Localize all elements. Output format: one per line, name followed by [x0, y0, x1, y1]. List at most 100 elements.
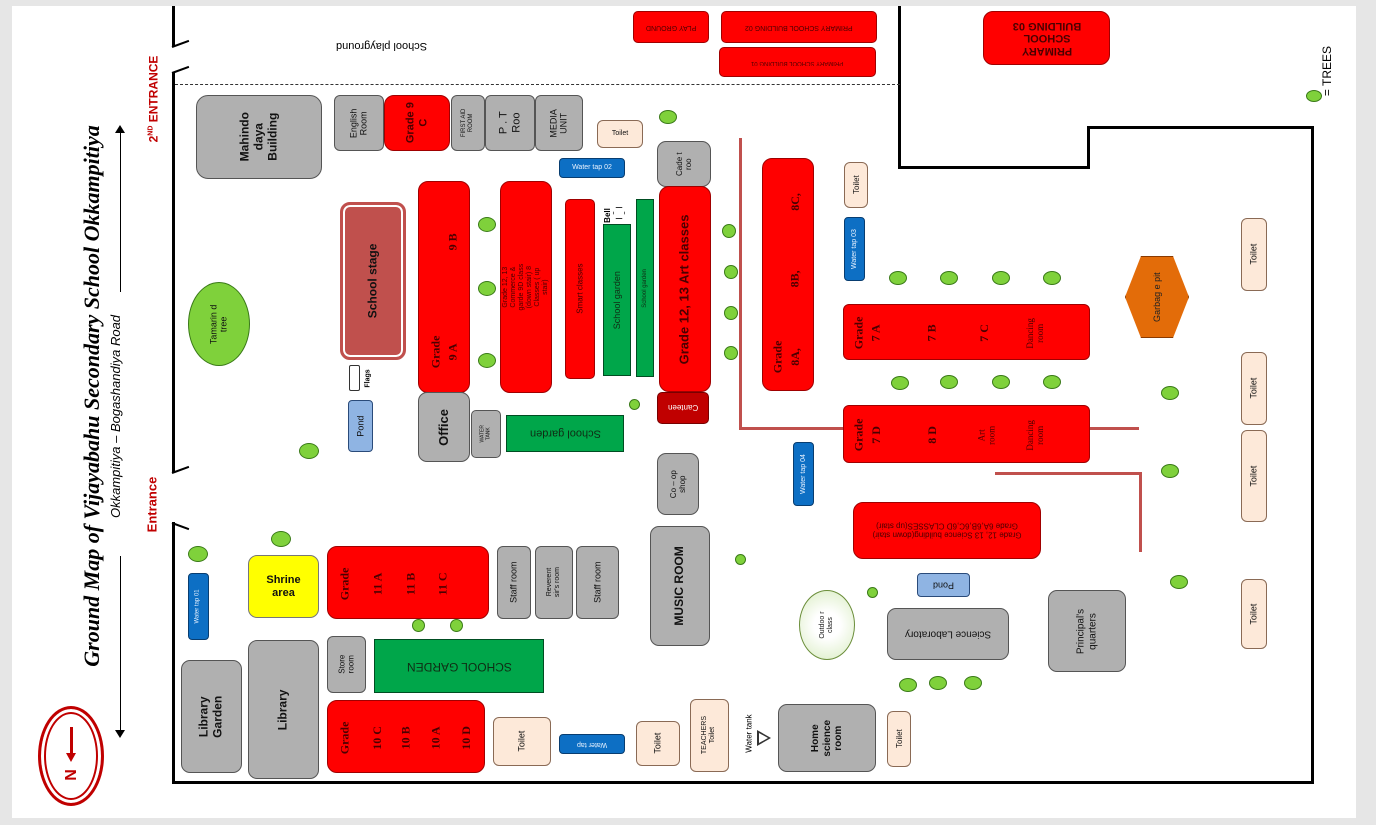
- toilet-near-grade-8: Toilet: [844, 162, 868, 208]
- primary-school-building-02: PRIMARY SCHOOL BUILDING 02: [721, 11, 877, 43]
- grade-7-building-bottom: Grade 7 D 8 D Art room Dancing room: [843, 405, 1090, 463]
- outdoor-class: Outdoo r class: [799, 590, 855, 660]
- tree: [724, 265, 738, 279]
- grade-8abc-building: Grade 8A, 8B, 8C,: [762, 158, 814, 391]
- internal-wall-drop: [1139, 472, 1142, 552]
- tree: [1161, 464, 1179, 478]
- tree: [271, 531, 291, 547]
- tamarind-tree: Tamarin d tree: [188, 282, 250, 366]
- office: Office: [418, 392, 470, 462]
- road-arrow-top: [120, 132, 121, 292]
- toilet-right-3: Toilet: [1241, 430, 1267, 522]
- tree: [450, 619, 463, 632]
- boundary-wall-left-bottom: [172, 522, 175, 784]
- tree: [940, 271, 958, 285]
- reverent-sirs-room: Reverent sir's room: [535, 546, 573, 619]
- grade-12-13-art-classes: Grade 12, 13 Art classes: [659, 186, 711, 392]
- water-tap-04: Water tap 04: [793, 442, 814, 506]
- play-ground: PLAY GROUND: [633, 11, 709, 43]
- music-room: MUSIC ROOM: [650, 526, 710, 646]
- english-room: English Room: [334, 95, 384, 151]
- water-tank-small: WATER TANK: [471, 410, 501, 458]
- boundary-wall-right-top: [1087, 126, 1314, 129]
- library: Library: [248, 640, 319, 779]
- science-laboratory: Science Laboratory: [887, 608, 1009, 660]
- tree: [889, 271, 907, 285]
- tree: [478, 217, 496, 232]
- tree: [724, 346, 738, 360]
- map-sheet: Ground Map of Vijayabahu Secondary Schoo…: [12, 6, 1356, 818]
- gate-top-2: [171, 65, 190, 74]
- tree: [724, 306, 738, 320]
- media-unit: MEDIA UNIT: [535, 95, 583, 151]
- school-garden-1: School garden: [603, 224, 631, 376]
- tree: [992, 375, 1010, 389]
- canteen: Canteen: [657, 392, 709, 424]
- tree: [1170, 575, 1188, 589]
- internal-wall-link: [995, 472, 1142, 475]
- tree: [659, 110, 677, 124]
- bell-label: Bell: [602, 207, 612, 223]
- flags-label: Flags: [364, 368, 372, 388]
- water-tap-02: Water tap 02: [559, 158, 625, 178]
- water-tap-03: Water tap 03: [844, 217, 865, 281]
- toilet-bottom-3: Toilet: [887, 711, 911, 767]
- toilet-bottom-1: Toilet: [493, 717, 551, 766]
- compass: N: [38, 706, 104, 806]
- road-arrow-bottom: [120, 556, 121, 731]
- grade-7-building-top: Grade 7 A 7 B 7 C Dancing room: [843, 304, 1090, 360]
- tree: [899, 678, 917, 692]
- grade-11-building: Grade 11 A 11 B 11 C: [327, 546, 489, 619]
- principals-quarters: Principal's quarters: [1048, 590, 1126, 672]
- tree: [299, 443, 319, 459]
- smart-classes: Smart classes: [565, 199, 595, 379]
- tree: [1043, 375, 1061, 389]
- road-arrow-top-head: [115, 125, 125, 133]
- compass-north-label: N: [63, 769, 80, 781]
- toilet-bottom-2: Toilet: [636, 721, 680, 766]
- bell-icon: [613, 207, 625, 219]
- boundary-wall-inner-v: [898, 6, 901, 169]
- entrance-label: Entrance: [144, 476, 160, 532]
- school-stage: School stage: [340, 202, 406, 360]
- grade-10-building: Grade 10 C 10 B 10 A 10 D: [327, 700, 485, 773]
- tree: [478, 281, 496, 296]
- boundary-wall-step: [1087, 126, 1090, 169]
- tree: [1043, 271, 1061, 285]
- water-tap-bottom: Water tap: [559, 734, 625, 754]
- compass-arrow-icon: [70, 727, 73, 755]
- staff-room-2: Staff room: [576, 546, 619, 619]
- road-label: Okkampitiya – Bogashandiya Road: [108, 314, 124, 518]
- tree: [867, 587, 878, 598]
- tree: [478, 353, 496, 368]
- primary-school-building-01: PRIMARY SCHOOL BUILDING 01: [719, 47, 876, 77]
- internal-wall-vertical: [739, 138, 742, 430]
- tree: [735, 554, 746, 565]
- shrine-area: Shrine area: [248, 555, 319, 618]
- toilet-right-4: Toilet: [1241, 579, 1267, 649]
- home-science-room: Home science room: [778, 704, 876, 772]
- library-garden: Library Garden: [181, 660, 242, 773]
- pt-room: P . T Roo: [485, 95, 535, 151]
- boundary-wall-inner-h: [898, 166, 1090, 169]
- store-room: Store room: [327, 636, 366, 693]
- grade-9ab-building: Grade 9 A 9 B: [418, 181, 470, 393]
- boundary-wall-bottom: [172, 781, 1314, 784]
- toilet-right-2: Toilet: [1241, 352, 1267, 425]
- water-tank-label: Water tank: [744, 713, 754, 753]
- tree: [992, 271, 1010, 285]
- tree: [629, 399, 640, 410]
- boundary-wall-left-mid: [172, 72, 175, 472]
- tree: [940, 375, 958, 389]
- legend-tree-icon: [1306, 90, 1322, 102]
- teachers-toilet: TEACHERS Toilet: [690, 699, 729, 772]
- cadet-room: Cade t roo: [657, 141, 711, 187]
- school-garden-center: School garden: [506, 415, 624, 452]
- first-aid-room: FIRST AID ROOM: [451, 95, 485, 151]
- second-entrance-label: 2ND ENTRANCE: [146, 55, 161, 143]
- flags-box: [349, 365, 360, 391]
- boundary-wall-left-top: [172, 6, 175, 46]
- toilet-right-1: Toilet: [1241, 218, 1267, 291]
- road-arrow-bottom-head: [115, 730, 125, 738]
- tree: [1161, 386, 1179, 400]
